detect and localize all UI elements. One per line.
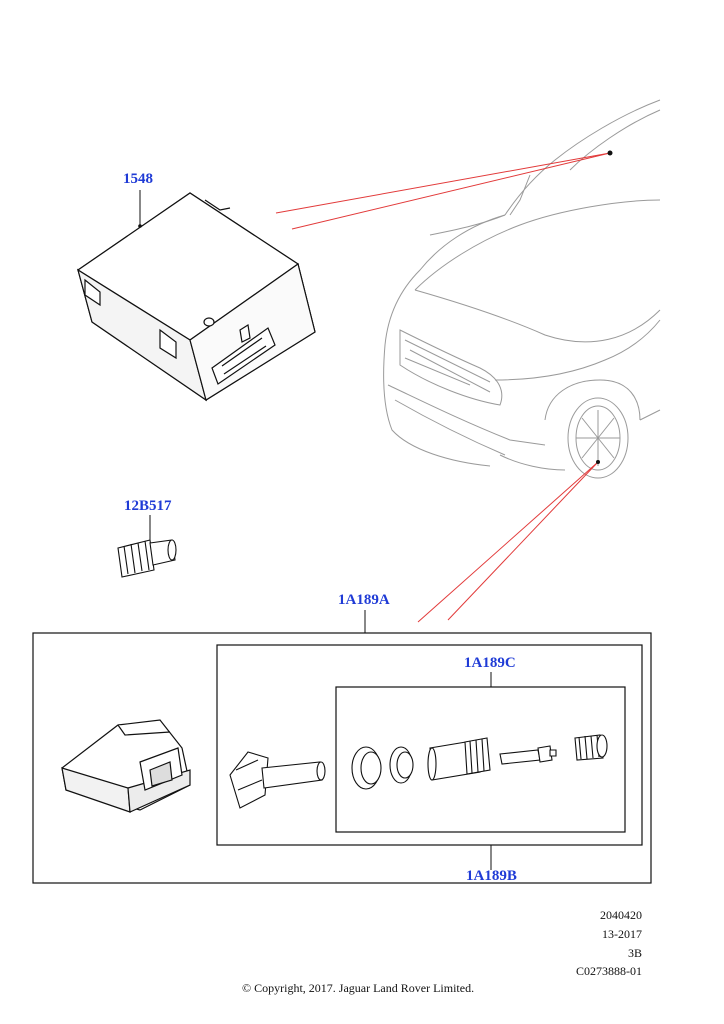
- sensor-kit-part-label[interactable]: 1A189A: [338, 592, 390, 608]
- service-kit-frame: [335, 686, 626, 833]
- sensor-location-marker: [596, 460, 600, 464]
- module-part-label[interactable]: 1548: [123, 171, 153, 187]
- module-location-marker: [607, 150, 613, 156]
- drawing-number: 2040420: [600, 908, 642, 922]
- drawing-reference: C0273888-01: [576, 964, 642, 978]
- tpms-sensor-illustration: [61, 719, 191, 813]
- valve-cap-illustration: [117, 539, 177, 578]
- valve-cap-part-label[interactable]: 12B517: [124, 498, 172, 514]
- drawing-revision: 3B: [627, 946, 642, 960]
- valve-stem-illustration: [229, 751, 326, 809]
- valve-kit-frame: [216, 644, 643, 846]
- tpms-module-illustration: [76, 192, 316, 402]
- leader-lines: [275, 152, 611, 623]
- service-kit-part-label[interactable]: 1A189C: [464, 655, 516, 671]
- vehicle-illustration: [383, 99, 661, 479]
- drawing-date: 13-2017: [602, 927, 642, 941]
- service-kit-illustration: [351, 734, 608, 790]
- sensor-kit-frame: [32, 632, 652, 884]
- copyright-notice: © Copyright, 2017. Jaguar Land Rover Lim…: [242, 981, 475, 995]
- valve-kit-part-label[interactable]: 1A189B: [466, 868, 517, 884]
